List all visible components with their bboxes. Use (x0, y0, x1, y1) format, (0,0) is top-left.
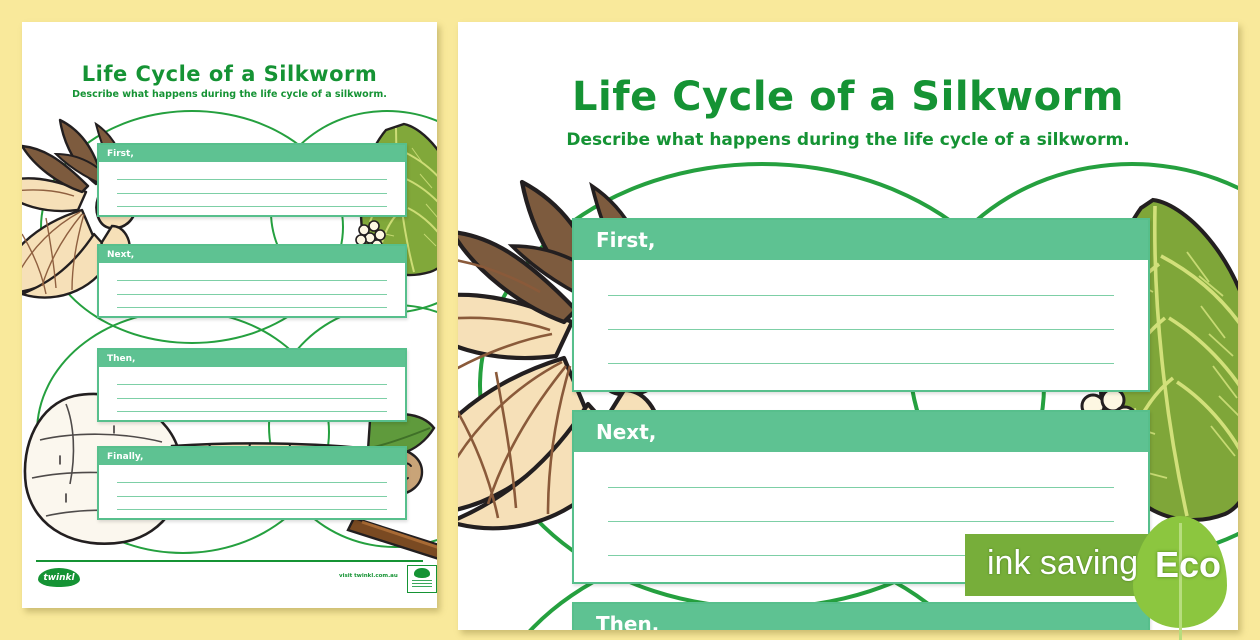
prompt-label-then: Then, (596, 612, 660, 630)
writing-frame-next[interactable]: Next, (97, 244, 407, 318)
page-title: Life Cycle of a Silkworm (572, 74, 1124, 120)
page-title: Life Cycle of a Silkworm (81, 62, 378, 86)
page-subtitle: Describe what happens during the life cy… (72, 89, 387, 100)
writing-lines[interactable] (99, 263, 405, 316)
visit-url-text[interactable]: visit twinkl.com.au (339, 573, 398, 579)
writing-frame-then[interactable]: Then, (97, 348, 407, 422)
twinkl-logo[interactable]: twinkl (38, 568, 80, 587)
writing-frame-label: Then, (574, 604, 1148, 630)
writing-lines[interactable] (99, 465, 405, 518)
writing-frame-label: Then, (99, 350, 405, 367)
writing-frame-finally[interactable]: Finally, (97, 446, 407, 520)
writing-lines[interactable] (99, 162, 405, 215)
writing-lines[interactable] (99, 367, 405, 420)
writing-frame-first[interactable]: First, (572, 218, 1150, 392)
thumbnail-sheet: First, Next, Then, (22, 22, 437, 608)
prompt-label-next: Next, (107, 249, 135, 260)
prompt-label-then: Then, (107, 353, 136, 364)
writing-frame-label: Next, (574, 412, 1148, 452)
writing-lines[interactable] (574, 452, 1148, 582)
writing-lines[interactable] (574, 260, 1148, 390)
prompt-label-first: First, (596, 228, 656, 252)
leaf-icon (1133, 516, 1227, 640)
footer-divider (36, 560, 423, 562)
ink-saving-eco-badge: ink saving Eco (965, 516, 1260, 640)
writing-frame-label: First, (574, 220, 1148, 260)
writing-frame-first[interactable]: First, (97, 143, 407, 217)
eco-label: Eco (1155, 544, 1222, 585)
writing-frame-label: Next, (99, 246, 405, 263)
prompt-label-next: Next, (596, 420, 657, 444)
writing-frame-label: First, (99, 145, 405, 162)
prompt-label-first: First, (107, 148, 134, 159)
prompt-label-finally: Finally, (107, 451, 144, 462)
writing-frame-label: Finally, (99, 448, 405, 465)
twinkl-approval-badge (407, 565, 437, 593)
page-subtitle: Describe what happens during the life cy… (566, 130, 1130, 150)
twinkl-logo-text: twinkl (43, 572, 75, 583)
approval-badge-lines (412, 579, 432, 589)
approval-badge-logo (413, 568, 431, 579)
writing-frame-then[interactable]: Then, (572, 602, 1150, 630)
worksheet-thumbnail-page[interactable]: First, Next, Then, (22, 22, 437, 608)
ink-saving-label: ink saving (987, 544, 1139, 582)
